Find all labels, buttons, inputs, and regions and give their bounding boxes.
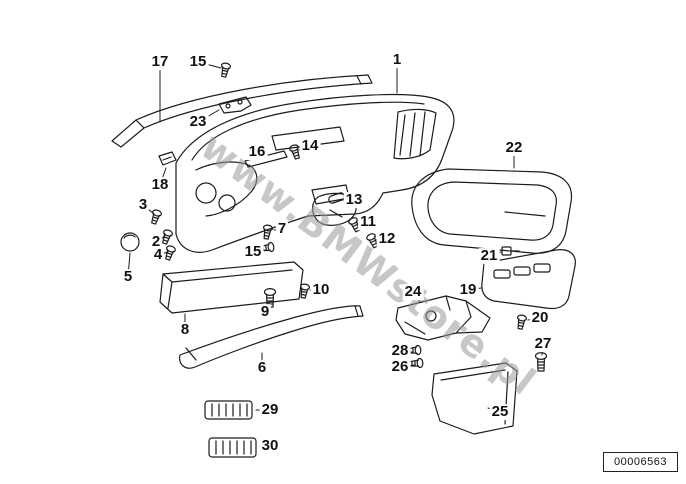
part-8-glovebox-lid [159, 261, 304, 314]
part-22-cluster-visor [411, 168, 573, 254]
screw-part-20 [515, 313, 528, 331]
part-callout-18[interactable]: 18 [149, 176, 171, 194]
part-callout-3[interactable]: 3 [136, 196, 150, 214]
part-29-grille [204, 400, 253, 420]
part-callout-28[interactable]: 28 [389, 342, 411, 360]
part-callout-24[interactable]: 24 [402, 283, 424, 301]
part-callout-22[interactable]: 22 [503, 139, 525, 157]
part-16-strip [244, 150, 288, 168]
part-callout-26[interactable]: 26 [389, 358, 411, 376]
part-13-clip [328, 192, 345, 204]
part-5-cap [120, 232, 140, 252]
part-24-support-bracket [395, 295, 491, 341]
part-callout-7[interactable]: 7 [275, 220, 289, 238]
part-callout-1[interactable]: 1 [390, 51, 404, 69]
part-callout-10[interactable]: 10 [310, 281, 332, 299]
part-callout-23[interactable]: 23 [187, 113, 209, 131]
part-callout-30[interactable]: 30 [259, 437, 281, 455]
part-callout-20[interactable]: 20 [529, 309, 551, 327]
part-callout-21[interactable]: 21 [478, 247, 500, 265]
part-callout-9[interactable]: 9 [258, 303, 272, 321]
screw-part-7 [261, 223, 274, 241]
part-19-lower-trim [481, 249, 576, 310]
part-callout-25[interactable]: 25 [489, 403, 511, 421]
part-callout-11[interactable]: 11 [358, 213, 378, 231]
part-callout-15[interactable]: 15 [242, 243, 264, 261]
diagram-code: 00006563 [614, 456, 667, 468]
part-callout-16[interactable]: 16 [246, 143, 268, 161]
part-callout-17[interactable]: 17 [149, 53, 171, 71]
part-21-clip [501, 246, 520, 256]
part-17-defroster-strip [111, 74, 373, 148]
diagram-code-box: 00006563 [603, 452, 678, 472]
screw-part-26 [408, 357, 424, 370]
part-callout-27[interactable]: 27 [532, 335, 554, 353]
part-callout-8[interactable]: 8 [178, 321, 192, 339]
part-30-grille [208, 437, 257, 458]
screw-part-15-top [218, 61, 232, 79]
part-callout-12[interactable]: 12 [376, 230, 398, 248]
part-callout-4[interactable]: 4 [151, 246, 165, 264]
part-callout-15[interactable]: 15 [187, 53, 209, 71]
part-callout-19[interactable]: 19 [457, 281, 479, 299]
part-callout-13[interactable]: 13 [343, 191, 365, 209]
part-callout-2[interactable]: 2 [149, 233, 163, 251]
part-callout-6[interactable]: 6 [255, 359, 269, 377]
part-1-dashboard-panel [175, 93, 455, 253]
part-callout-5[interactable]: 5 [121, 268, 135, 286]
part-callout-29[interactable]: 29 [259, 401, 281, 419]
part-callout-14[interactable]: 14 [299, 137, 321, 155]
screw-part-2 [159, 228, 174, 246]
part-23-bracket [218, 96, 252, 114]
part-6-lower-left-trim [179, 305, 364, 369]
part-18-clip [158, 151, 177, 166]
